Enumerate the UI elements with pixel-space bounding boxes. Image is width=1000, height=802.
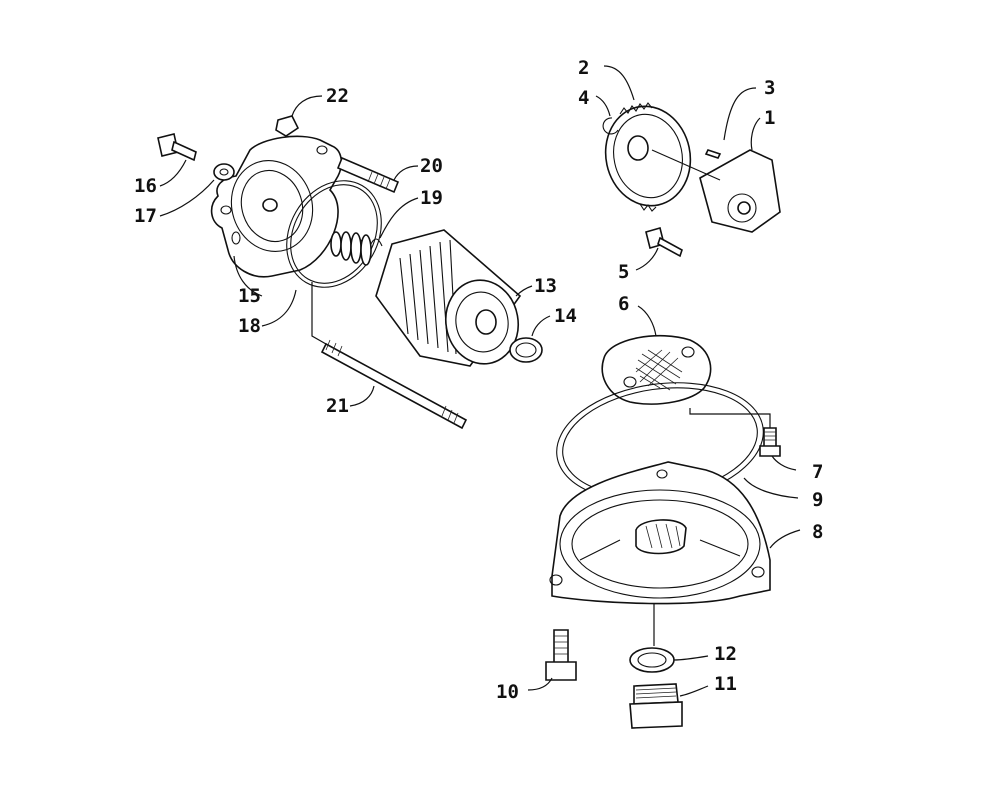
leader-2 [603,65,635,101]
leader-4 [595,95,611,117]
callout-labels: 2 4 3 1 5 6 7 9 8 12 11 10 13 14 21 18 1… [134,57,823,703]
callout-21: 21 [326,395,349,417]
stud-20 [336,156,400,194]
leader-13 [515,285,533,297]
strainer-plate-6 [601,334,712,405]
leader-12 [673,655,709,661]
leader-16 [159,159,187,187]
callout-11: 11 [714,673,737,695]
leader-7 [771,455,797,471]
pin-3 [704,149,722,159]
circlip-4 [602,117,619,135]
callout-1: 1 [764,107,775,129]
leader-18 [261,289,297,327]
sump-cover-8 [549,461,771,605]
callout-14: 14 [554,305,577,327]
filter-cover-15 [210,135,343,278]
bolt-10 [545,629,577,681]
callout-10: 10 [496,681,519,703]
callout-12: 12 [714,643,737,665]
pump-body-1 [651,149,781,233]
callout-18: 18 [238,315,261,337]
callout-16: 16 [134,175,157,197]
callout-4: 4 [578,87,589,109]
callout-19: 19 [420,187,443,209]
washer-17 [213,163,235,181]
callout-20: 20 [420,155,443,177]
leader-6 [637,305,657,337]
leader-22 [291,95,323,117]
leader-3 [723,87,757,141]
leader-14 [531,315,551,337]
callout-3: 3 [764,77,775,99]
leader-1 [750,117,761,151]
leader-5 [635,247,659,271]
bolt-5 [645,227,683,258]
leader-10 [527,677,553,691]
leader-11 [679,685,709,697]
callout-15: 15 [238,285,261,307]
callout-7: 7 [812,461,823,483]
oring-14 [509,337,543,363]
callout-13: 13 [534,275,557,297]
nut-22 [275,115,300,137]
callout-9: 9 [812,489,823,511]
washer-12 [629,647,675,673]
callout-6: 6 [618,293,629,315]
filter-element-13 [375,229,522,367]
stud-21 [320,339,468,430]
leader-17 [159,179,215,217]
spring-19 [330,231,383,266]
leader-15 [233,255,263,297]
callout-5: 5 [618,261,629,283]
leader-9 [743,477,799,499]
callout-8: 8 [812,521,823,543]
leader-20 [393,165,419,181]
leader-19 [379,197,419,239]
leader-lines [159,65,801,697]
bolt-7 [759,427,781,457]
pump-gear-2 [604,102,692,212]
bolt-16 [157,133,197,162]
callout-22: 22 [326,85,349,107]
leader-8 [769,529,801,549]
drain-plug-11 [629,683,683,729]
leader-21 [349,385,375,407]
callout-2: 2 [578,57,589,79]
callout-17: 17 [134,205,157,227]
